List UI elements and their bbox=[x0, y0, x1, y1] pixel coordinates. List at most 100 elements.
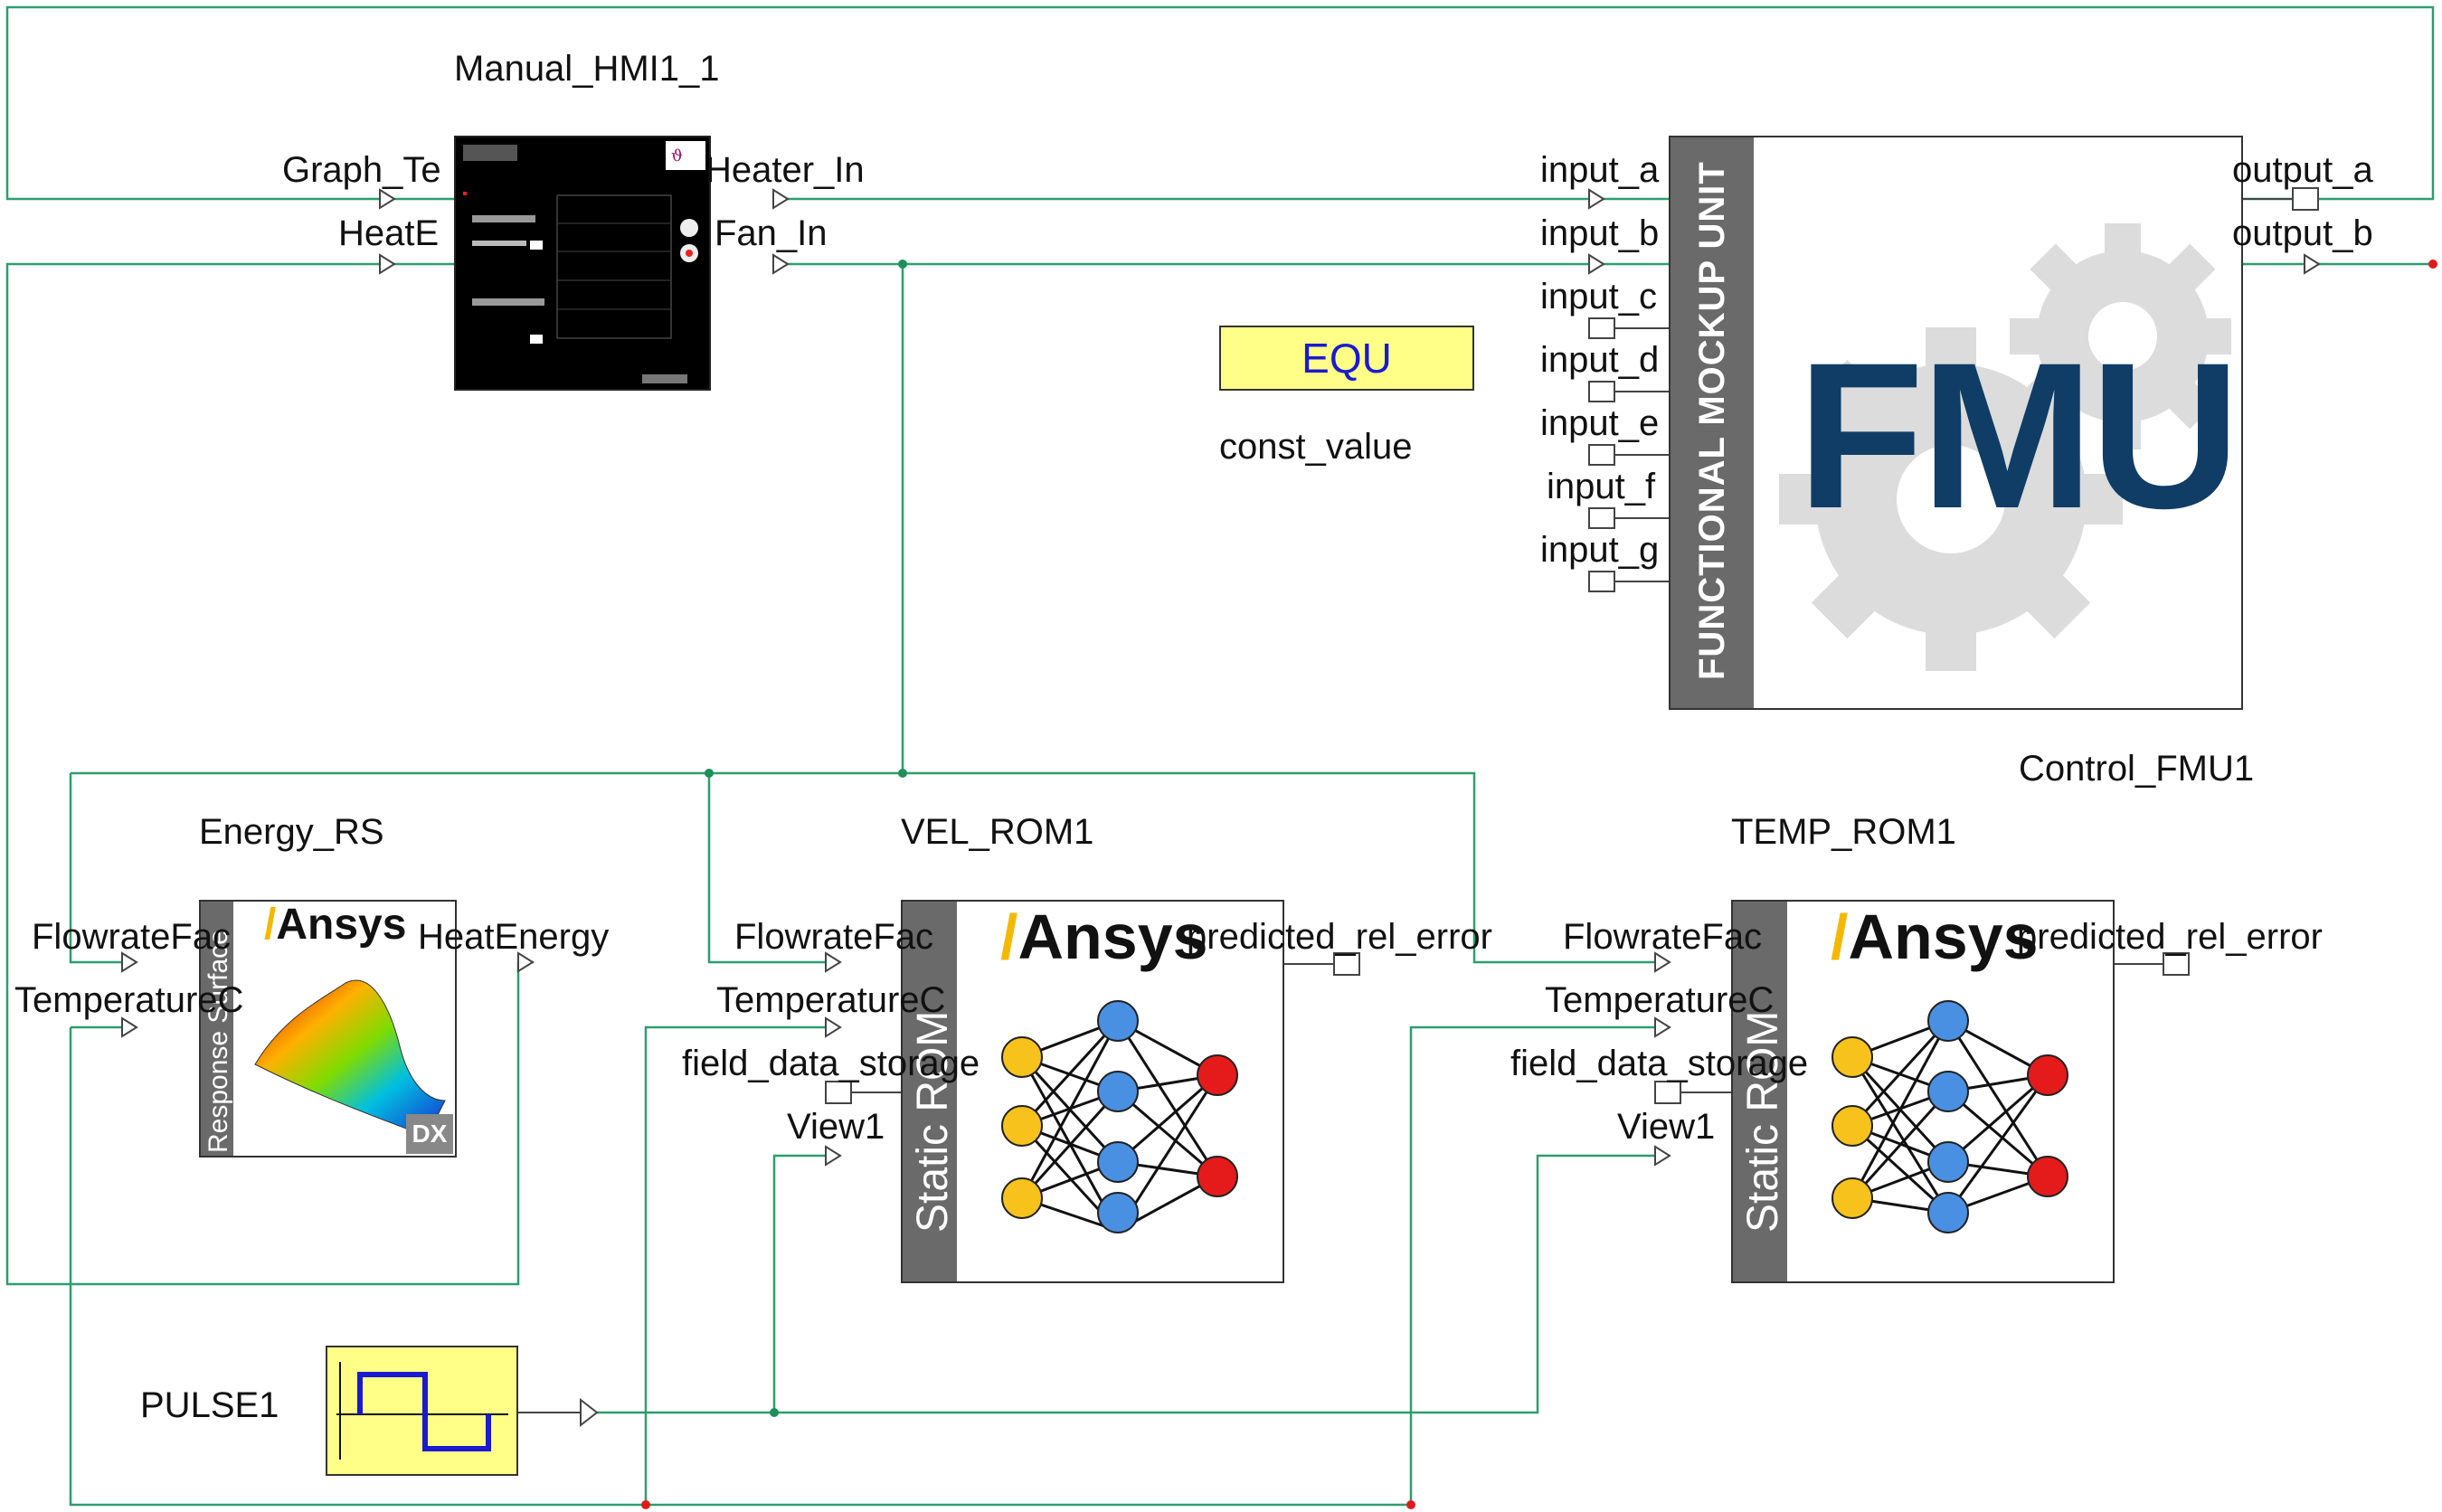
hmi-port-heate: HeatE bbox=[338, 213, 440, 253]
fmu-block-name: Control_FMU1 bbox=[2019, 749, 2255, 789]
hmi-port-fan-in: Fan_In bbox=[715, 213, 828, 253]
vel-ansys-logo: /Ansys bbox=[1000, 905, 1208, 969]
vel-input-flowrate: FlowrateFac bbox=[734, 917, 934, 957]
port-temp-flowrate[interactable] bbox=[1654, 951, 1671, 973]
port-vel-flowrate[interactable] bbox=[825, 951, 842, 973]
vel-block[interactable]: Static ROM /Ansys bbox=[901, 900, 1284, 1283]
port-stubs bbox=[518, 198, 2293, 1413]
neural-network-icon bbox=[1832, 1000, 2068, 1233]
fmu-output-b: output_b bbox=[2232, 213, 2373, 253]
port-temp-view1[interactable] bbox=[1654, 1145, 1671, 1167]
vel-sidebar: Static ROM bbox=[903, 902, 957, 1281]
vel-input-view1: View1 bbox=[787, 1107, 885, 1147]
energy-output-heatenergy: HeatEnergy bbox=[418, 917, 610, 957]
pulse-wave-icon bbox=[336, 1362, 508, 1460]
temp-output-error: predicted_rel_error bbox=[2017, 917, 2323, 957]
wire-vel-temperature[interactable] bbox=[644, 1025, 830, 1505]
wire-pulse-out[interactable] bbox=[588, 1154, 1655, 1414]
vel-output-error: predicted_rel_error bbox=[1187, 917, 1492, 957]
vel-input-temperature: TemperatureC bbox=[716, 980, 946, 1020]
port-energy-flowrate[interactable] bbox=[121, 951, 138, 973]
port-temp-error[interactable] bbox=[2163, 952, 2190, 976]
port-fmu-output-a[interactable] bbox=[2292, 187, 2319, 211]
vel-block-name: VEL_ROM1 bbox=[901, 812, 1094, 852]
port-pulse-out[interactable] bbox=[580, 1397, 599, 1428]
port-vel-temperature[interactable] bbox=[825, 1016, 842, 1038]
port-temp-field-data[interactable] bbox=[1654, 1081, 1681, 1104]
junction-dot-red bbox=[1406, 1500, 1415, 1509]
port-fmu-input-a[interactable] bbox=[1588, 188, 1605, 210]
fmu-block[interactable]: FUNCTIONAL MOCKUP UNIT bbox=[1669, 136, 2243, 710]
ansys-slash-icon: / bbox=[264, 901, 277, 949]
port-fmu-output-b[interactable] bbox=[2304, 253, 2321, 275]
junction-dot bbox=[898, 769, 907, 778]
energy-block[interactable]: Response Surface /Ansys DX bbox=[199, 900, 457, 1158]
wire-energy-flowrate[interactable] bbox=[69, 773, 131, 964]
temp-block[interactable]: Static ROM /Ansys bbox=[1731, 900, 2115, 1283]
temp-sidebar: Static ROM bbox=[1733, 902, 1787, 1281]
port-fmu-input-e[interactable] bbox=[1588, 444, 1615, 466]
fmu-logo-text: FMU bbox=[1797, 319, 2240, 552]
fmu-sidebar-text: FUNCTIONAL MOCKUP UNIT bbox=[1692, 161, 1732, 680]
port-fmu-input-g[interactable] bbox=[1588, 571, 1615, 592]
ports bbox=[121, 187, 2321, 1428]
temp-input-view1: View1 bbox=[1617, 1107, 1716, 1147]
wire-output-a-loop[interactable] bbox=[5, 5, 2435, 201]
hmi-block[interactable]: ϑ bbox=[454, 136, 711, 391]
equ-block[interactable]: EQU bbox=[1219, 326, 1474, 391]
fmu-input-b: input_b bbox=[1540, 213, 1660, 253]
junction-dot bbox=[770, 1408, 779, 1417]
hmi-screen-icon: ϑ bbox=[463, 141, 705, 383]
junction-dot-red bbox=[641, 1500, 650, 1509]
temp-input-temperature: TemperatureC bbox=[1545, 980, 1775, 1020]
port-hmi-out-2[interactable] bbox=[772, 253, 790, 275]
port-vel-view1[interactable] bbox=[825, 1145, 842, 1167]
fmu-input-c: input_c bbox=[1540, 277, 1657, 317]
energy-brand: Ansys bbox=[276, 901, 407, 949]
ansys-slash-icon: / bbox=[1831, 902, 1849, 972]
port-vel-error[interactable] bbox=[1333, 952, 1360, 976]
temp-brand: Ansys bbox=[1848, 902, 2039, 972]
fmu-sidebar: FUNCTIONAL MOCKUP UNIT bbox=[1671, 137, 1754, 708]
temp-input-field-data: field_data_storage bbox=[1510, 1044, 1809, 1083]
vel-brand: Ansys bbox=[1018, 902, 1208, 972]
port-fmu-input-c[interactable] bbox=[1588, 317, 1615, 339]
wire-pulse-to-vel-view[interactable] bbox=[772, 1154, 830, 1413]
wire-flowrate-bus[interactable] bbox=[71, 771, 1655, 964]
port-hmi-in-2[interactable] bbox=[379, 253, 396, 275]
fmu-input-a: input_a bbox=[1540, 150, 1660, 190]
junction-dot bbox=[898, 260, 907, 269]
pulse-block[interactable] bbox=[326, 1346, 518, 1476]
fmu-output-a: output_a bbox=[2232, 150, 2373, 190]
energy-input-flowrate: FlowrateFac bbox=[32, 917, 232, 957]
fmu-input-f: input_f bbox=[1547, 467, 1656, 506]
neural-network-icon bbox=[1001, 1000, 1238, 1233]
fmu-input-g: input_g bbox=[1540, 530, 1660, 570]
port-vel-field-data[interactable] bbox=[825, 1081, 852, 1104]
port-hmi-in-1[interactable] bbox=[379, 188, 396, 210]
energy-sidebar: Response Surface bbox=[201, 902, 233, 1156]
energy-input-temperature: TemperatureC bbox=[14, 980, 244, 1020]
hmi-port-heater-in: Heater_In bbox=[705, 150, 865, 190]
port-energy-temperature[interactable] bbox=[121, 1016, 138, 1038]
pulse-block-name: PULSE1 bbox=[140, 1385, 279, 1425]
vel-input-field-data: field_data_storage bbox=[682, 1044, 980, 1083]
port-energy-heatenergy[interactable] bbox=[517, 951, 535, 973]
fmu-input-d: input_d bbox=[1540, 340, 1660, 380]
hmi-block-name: Manual_HMI1_1 bbox=[454, 49, 720, 89]
port-hmi-out-1[interactable] bbox=[772, 188, 790, 210]
port-fmu-input-d[interactable] bbox=[1588, 381, 1615, 402]
wire-temperature-bus[interactable] bbox=[69, 1027, 1411, 1507]
response-surface-icon bbox=[254, 979, 446, 1138]
wire-vel-flowrate[interactable] bbox=[707, 773, 830, 964]
junctions bbox=[641, 260, 2437, 1509]
equ-label: EQU bbox=[1301, 335, 1392, 382]
wire-temp-temperature[interactable] bbox=[1409, 1025, 1655, 1505]
port-fmu-input-b[interactable] bbox=[1588, 253, 1605, 275]
port-fmu-input-f[interactable] bbox=[1588, 507, 1615, 529]
hmi-port-graph: Graph_Te bbox=[282, 150, 441, 190]
ansys-slash-icon: / bbox=[1000, 902, 1018, 972]
port-temp-temperature[interactable] bbox=[1654, 1016, 1671, 1038]
junction-dot-red bbox=[2428, 260, 2437, 269]
